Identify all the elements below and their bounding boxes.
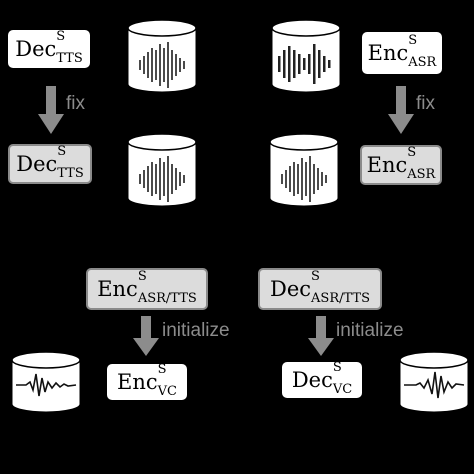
enc-asr-tts-base: Enc: [97, 276, 138, 301]
fix-label-right: fix: [416, 93, 435, 114]
dec-tts-fixed-base: Dec: [16, 151, 58, 176]
enc-asr-sup: S: [408, 32, 418, 48]
enc-asr-sub: ASR: [408, 54, 437, 70]
enc-asr-tts-sup: S: [137, 268, 147, 284]
database-waveform-icon: [269, 133, 339, 207]
dec-vc-sup: S: [332, 359, 342, 375]
database-waveform-icon: [11, 351, 81, 413]
dec-tts-base: Dec: [15, 36, 57, 61]
dec-tts-sub: TTS: [56, 50, 83, 66]
dec-asr-tts-sub: ASR/TTS: [311, 290, 370, 306]
enc-vc-base: Enc: [117, 369, 158, 394]
arrow-down-icon: [308, 316, 334, 356]
enc-asr-fixed-sup: S: [407, 144, 417, 160]
enc-asr-tts-sub: ASR/TTS: [137, 290, 197, 306]
dec-asr-tts-sup: S: [311, 268, 320, 284]
initialize-label-left: initialize: [162, 320, 230, 341]
dec-tts-fixed-sub: TTS: [57, 165, 84, 181]
initialize-label-right: initialize: [336, 320, 404, 341]
arrow-down-icon: [388, 86, 414, 134]
dec-asr-tts-base: Dec: [270, 276, 312, 301]
enc-vc-sub: VC: [157, 383, 177, 399]
dec-tts-fixed-sup: S: [57, 143, 67, 159]
dec-vc-sub: VC: [332, 381, 353, 397]
database-waveform-icon: [127, 133, 197, 207]
enc-vc-sup: S: [157, 361, 167, 377]
database-waveform-icon: [271, 19, 341, 93]
enc-asr-fixed-sub: ASR: [407, 166, 436, 182]
enc-asr-base: Enc: [367, 40, 409, 65]
arrow-down-icon: [38, 86, 64, 134]
dec-vc-base: Dec: [291, 367, 333, 392]
enc-asr-fixed-base: Enc: [366, 152, 408, 177]
arrow-down-icon: [133, 316, 159, 356]
database-waveform-icon: [399, 351, 469, 413]
database-waveform-icon: [127, 19, 197, 93]
fix-label-left: fix: [66, 93, 85, 114]
dec-tts-sup: S: [56, 28, 66, 44]
